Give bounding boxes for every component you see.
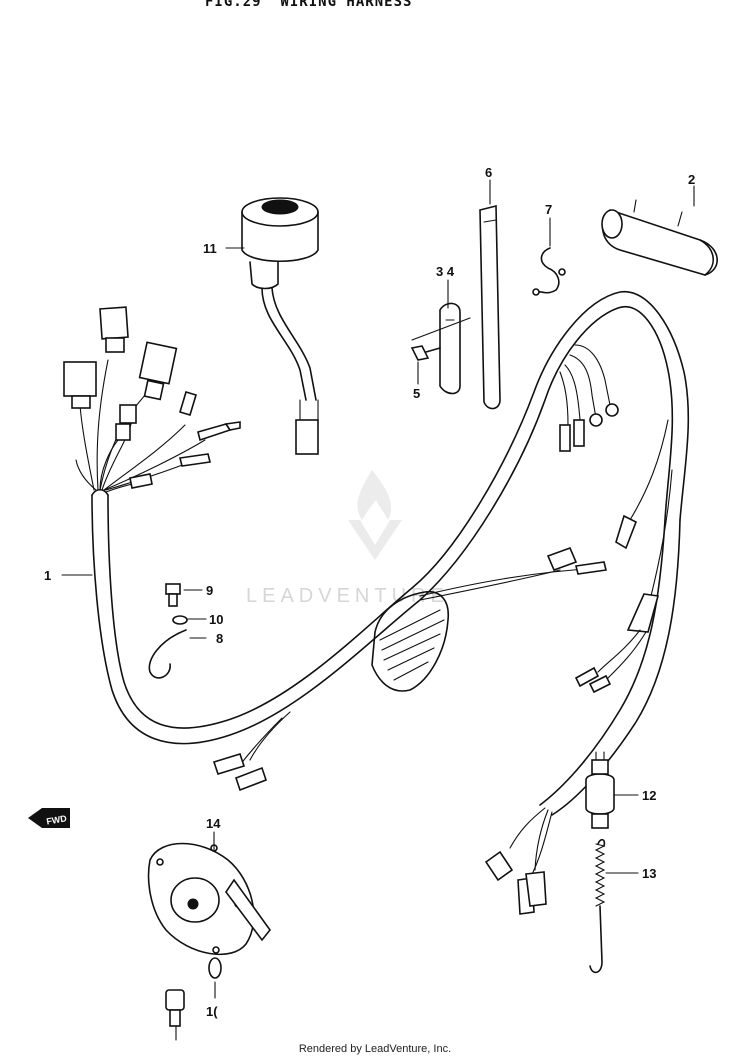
horn-bolt [165,989,185,1027]
condenser-part [601,199,718,276]
screw-part-5 [410,345,441,361]
lower-left-leads [212,711,291,792]
lower-right-leads [484,807,553,915]
washer-10 [172,615,188,625]
callout-1: 1 [44,568,51,583]
callout-12: 12 [642,788,656,803]
wire-clip [532,247,566,296]
ignition-switch [241,197,319,455]
callout-14: 14 [206,816,221,831]
callout-3-4: 3 4 [436,264,455,279]
callout-leaders [61,179,695,1041]
horn [147,842,272,956]
stop-switch [585,751,615,829]
forward-arrow [28,808,70,828]
harness-connectors [63,306,241,489]
callout-2: 2 [688,172,695,187]
forward-label: FWD [46,813,68,826]
callout-7: 7 [545,202,552,217]
watermark-logo [348,470,402,560]
figure-title: FIG.29 WIRING HARNESS [205,0,413,10]
callout-11: 11 [203,241,217,256]
bolt-9 [165,583,181,607]
watermark-text: LEADVENTURE [246,585,449,607]
footer-credit: Rendered by LeadVenture, Inc. [298,1043,452,1055]
hook-8 [148,629,187,679]
callout-8: 8 [216,631,223,646]
horn-washer [208,957,222,979]
clamp-part [411,302,471,395]
headlight-leads [559,344,619,452]
callout-5: 5 [413,386,420,401]
callout-10-partial: 1( [206,1004,218,1019]
harness-junction [371,546,607,692]
harness-band [479,204,501,410]
callout-13: 13 [642,866,656,881]
return-spring [589,838,606,974]
callout-6: 6 [485,165,492,180]
callout-9: 9 [206,583,213,598]
callout-10: 10 [209,612,223,627]
right-branch-leads [574,419,673,694]
